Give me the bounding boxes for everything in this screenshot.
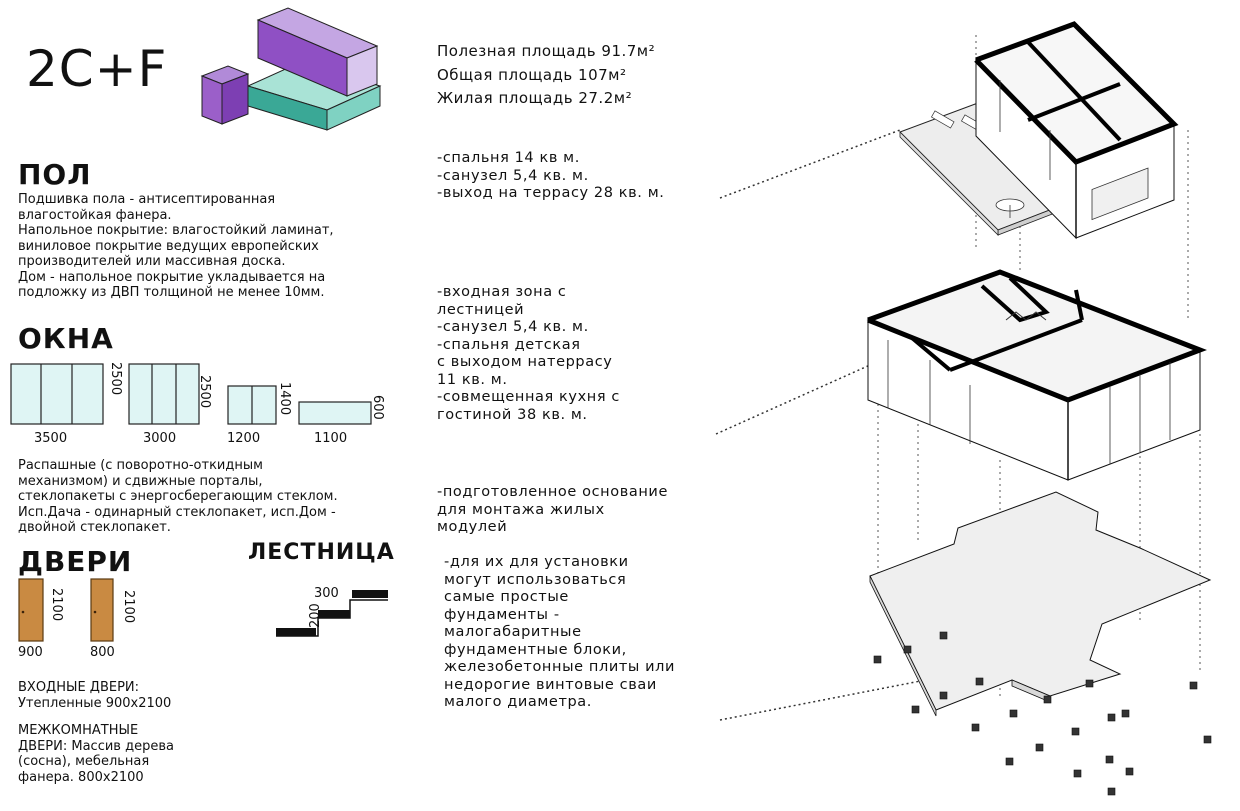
window-4-width: 1100	[314, 431, 348, 446]
lower-module	[866, 269, 1207, 481]
floor-description: Подшивка пола - антисептированная влагос…	[18, 192, 334, 300]
upper-module	[974, 21, 1179, 240]
stairs-riser: 200	[308, 603, 323, 628]
door-diagrams	[18, 578, 114, 642]
base-platform	[869, 491, 1212, 717]
window-3-width: 1200	[227, 431, 261, 446]
stairs-diagram	[276, 590, 388, 637]
base-notes: -подготовленное основание для монтажа жи…	[437, 484, 668, 535]
window-3-height: 1400	[277, 382, 292, 416]
window-1200	[227, 385, 277, 425]
windows-heading: ОКНА	[18, 322, 114, 355]
window-3500	[10, 363, 104, 425]
upper-floor-notes: -спальня 14 кв м. -санузел 5,4 кв. м. -в…	[437, 150, 665, 201]
window-4-height: 600	[370, 395, 385, 420]
lower-floor-notes: -входная зона с лестницей -санузел 5,4 к…	[437, 284, 620, 423]
door-900	[18, 578, 44, 642]
useful-area: Полезная площадь 91.7м²	[437, 42, 656, 60]
window-1-width: 3500	[34, 431, 68, 446]
window-diagrams	[10, 363, 372, 425]
module-logo	[200, 7, 382, 131]
foundation-notes: -для их для установки могут использовать…	[444, 554, 676, 710]
foundation-piles	[873, 631, 1212, 796]
window-1100	[298, 401, 372, 425]
interior-doors: МЕЖКОМНАТНЫЕ ДВЕРИ: Массив дерева (сосна…	[18, 723, 174, 785]
window-1-height: 2500	[108, 362, 123, 396]
door-1-width: 900	[18, 645, 43, 660]
door-2-width: 800	[90, 645, 115, 660]
window-3000	[128, 363, 200, 425]
exploded-axonometric-drawing	[715, 21, 1212, 796]
door-2-height: 2100	[121, 590, 136, 624]
entrance-doors: ВХОДНЫЕ ДВЕРИ: Утепленные 900х2100	[18, 680, 172, 711]
door-1-height: 2100	[49, 588, 64, 622]
window-2-width: 3000	[143, 431, 177, 446]
doors-heading: ДВЕРИ	[18, 545, 133, 578]
windows-description: Распашные (с поворотно-откидным механизм…	[18, 458, 338, 535]
total-area: Общая площадь 107м²	[437, 65, 627, 84]
area-summary: Полезная площадь 91.7м² Общая площадь 10…	[437, 40, 655, 111]
door-800	[90, 578, 114, 642]
project-title: 2C+F	[26, 40, 168, 98]
window-2-height: 2500	[197, 375, 212, 409]
floor-heading: ПОЛ	[18, 158, 92, 191]
stairs-heading: ЛЕСТНИЦА	[248, 540, 395, 565]
living-area: Жилая площадь 27.2м²	[437, 89, 633, 107]
stairs-tread: 300	[314, 586, 339, 601]
